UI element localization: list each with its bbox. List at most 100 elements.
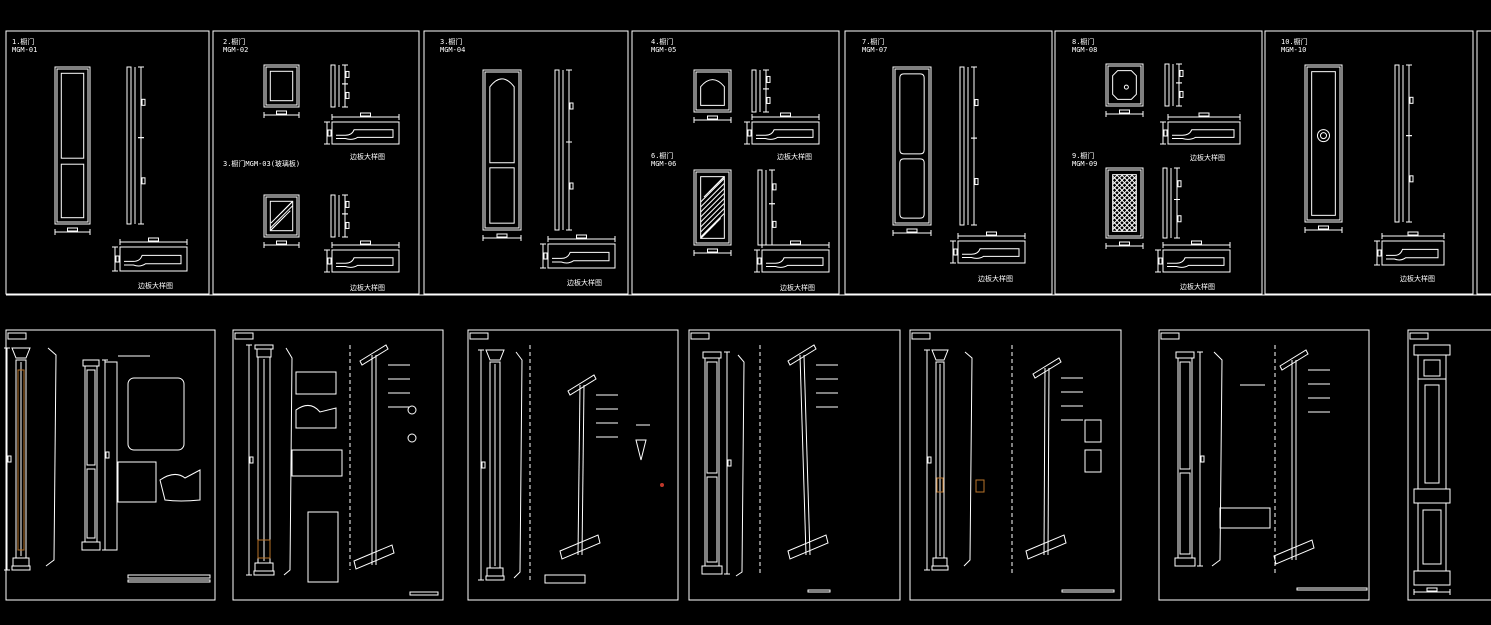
dimension-text-mark bbox=[141, 177, 146, 185]
door-sheet-border-3 bbox=[423, 30, 629, 295]
dimension-text-mark bbox=[496, 233, 508, 238]
door-outline bbox=[263, 64, 300, 108]
door-outline bbox=[1105, 63, 1144, 107]
door-glass-panel bbox=[269, 200, 294, 232]
column-accent bbox=[936, 477, 944, 493]
lattice-line bbox=[1130, 225, 1137, 232]
lattice-line bbox=[1112, 190, 1137, 216]
profile-curve bbox=[962, 248, 1020, 259]
base-detail bbox=[291, 449, 343, 477]
door-sheet-1-caption: 边板大样图 bbox=[138, 282, 173, 290]
lattice-line bbox=[1112, 174, 1129, 191]
column-elevation bbox=[246, 344, 275, 576]
door-side-view bbox=[330, 194, 350, 238]
profile-curve bbox=[1386, 248, 1439, 261]
lattice-line bbox=[1112, 185, 1137, 211]
profile-box bbox=[1381, 240, 1445, 266]
glass-hatch-line bbox=[700, 202, 725, 228]
edge-profile-detail bbox=[1155, 240, 1231, 273]
edge-profile-detail bbox=[754, 240, 830, 273]
column-sheet-border-7 bbox=[1407, 329, 1491, 601]
door-sheet-2-caption2: 边板大样图 bbox=[350, 284, 385, 292]
iso-cap-bracket bbox=[567, 374, 597, 396]
door-elevation bbox=[263, 194, 300, 248]
side-view-thickness bbox=[554, 69, 560, 231]
dimension-text-mark bbox=[727, 459, 732, 467]
column-sheet-tag bbox=[911, 332, 931, 340]
dimension-text-mark bbox=[148, 237, 159, 242]
dimension-text-mark bbox=[345, 200, 350, 208]
iso-cap-bracket bbox=[1279, 349, 1309, 371]
side-view-thickness bbox=[1394, 64, 1400, 223]
door-sheet-2-title2: 3.橱门MGM-03(玻璃板) bbox=[223, 160, 301, 168]
door-sheets-row bbox=[5, 30, 1491, 295]
dimension-text-mark bbox=[766, 96, 771, 104]
dimension-text-mark bbox=[766, 75, 771, 83]
side-view-thickness bbox=[330, 64, 336, 108]
pilaster-cap bbox=[1175, 351, 1195, 359]
door-sheet-4-code: MGM-05 bbox=[651, 46, 677, 54]
dimension-text-mark bbox=[249, 456, 254, 464]
column-base bbox=[932, 557, 948, 567]
door-sheet-6-code2: MGM-09 bbox=[1072, 160, 1098, 168]
profile-curve bbox=[766, 257, 824, 268]
lattice-line bbox=[1120, 215, 1137, 232]
pilaster-base bbox=[81, 541, 101, 551]
column-shaft bbox=[1417, 378, 1447, 490]
door-sheet-4-title2: 6.橱门 bbox=[651, 152, 674, 160]
dimension-text-mark bbox=[1407, 231, 1419, 236]
dimension-text-mark bbox=[1177, 180, 1182, 188]
lattice-line bbox=[1112, 220, 1124, 232]
lattice-line bbox=[1125, 220, 1137, 232]
column-sheet-tag bbox=[1409, 332, 1429, 340]
molding-section-detail bbox=[1219, 507, 1271, 529]
iso-post-edge bbox=[803, 354, 811, 556]
profile-box bbox=[751, 121, 820, 145]
lattice-line bbox=[1112, 215, 1129, 232]
dimension-text-mark bbox=[747, 129, 752, 137]
column-capital-top bbox=[254, 344, 274, 350]
column-base bbox=[486, 567, 504, 577]
dimension-text-mark bbox=[953, 248, 958, 256]
dimension-text-mark bbox=[7, 455, 12, 463]
dimension-text-mark bbox=[986, 231, 997, 236]
column-sheet-tag bbox=[690, 332, 710, 340]
dimension-text-mark bbox=[1179, 90, 1184, 98]
column-sheet-border-4 bbox=[688, 329, 901, 601]
door-outline bbox=[54, 66, 91, 225]
pilaster-panel-upper bbox=[86, 369, 96, 466]
door-frame-inner bbox=[695, 171, 730, 244]
profile-box bbox=[761, 249, 830, 273]
door-sheet-border-1 bbox=[5, 30, 210, 295]
door-elevation bbox=[54, 66, 91, 235]
glass-hatch-line bbox=[700, 182, 725, 208]
isometric-assembly bbox=[353, 344, 410, 570]
dimension-text-mark bbox=[543, 252, 548, 260]
title-bar-thin bbox=[127, 579, 211, 583]
side-view-thickness bbox=[1164, 63, 1170, 107]
dimension-text-mark bbox=[360, 240, 371, 245]
dimension-text-mark bbox=[327, 257, 332, 265]
column-sheet-tag bbox=[469, 332, 489, 340]
glass-hatch-line bbox=[269, 205, 294, 229]
door-knob bbox=[1123, 84, 1129, 90]
dimension-text-mark bbox=[1377, 249, 1382, 257]
capital-detail bbox=[295, 371, 337, 395]
iso-base-bracket bbox=[353, 544, 395, 570]
door-frame-inner bbox=[894, 68, 930, 224]
door-glass-panel bbox=[700, 176, 725, 239]
dimension-text-mark bbox=[1119, 241, 1130, 246]
dimension-text-mark bbox=[780, 112, 791, 117]
edge-profile-detail bbox=[1374, 231, 1445, 266]
glass-hatch-line bbox=[718, 176, 725, 183]
door-sheet-border-8 bbox=[1476, 30, 1491, 295]
profile-curve bbox=[756, 129, 814, 140]
lattice-line bbox=[1112, 195, 1137, 221]
pilaster-cap bbox=[702, 351, 722, 359]
profile-box bbox=[1167, 121, 1241, 145]
iso-post-edge bbox=[581, 384, 585, 556]
ornament-detail-box bbox=[127, 377, 185, 451]
glass-hatch-line bbox=[700, 217, 722, 239]
door-sheet-1-code: MGM-01 bbox=[12, 46, 38, 54]
